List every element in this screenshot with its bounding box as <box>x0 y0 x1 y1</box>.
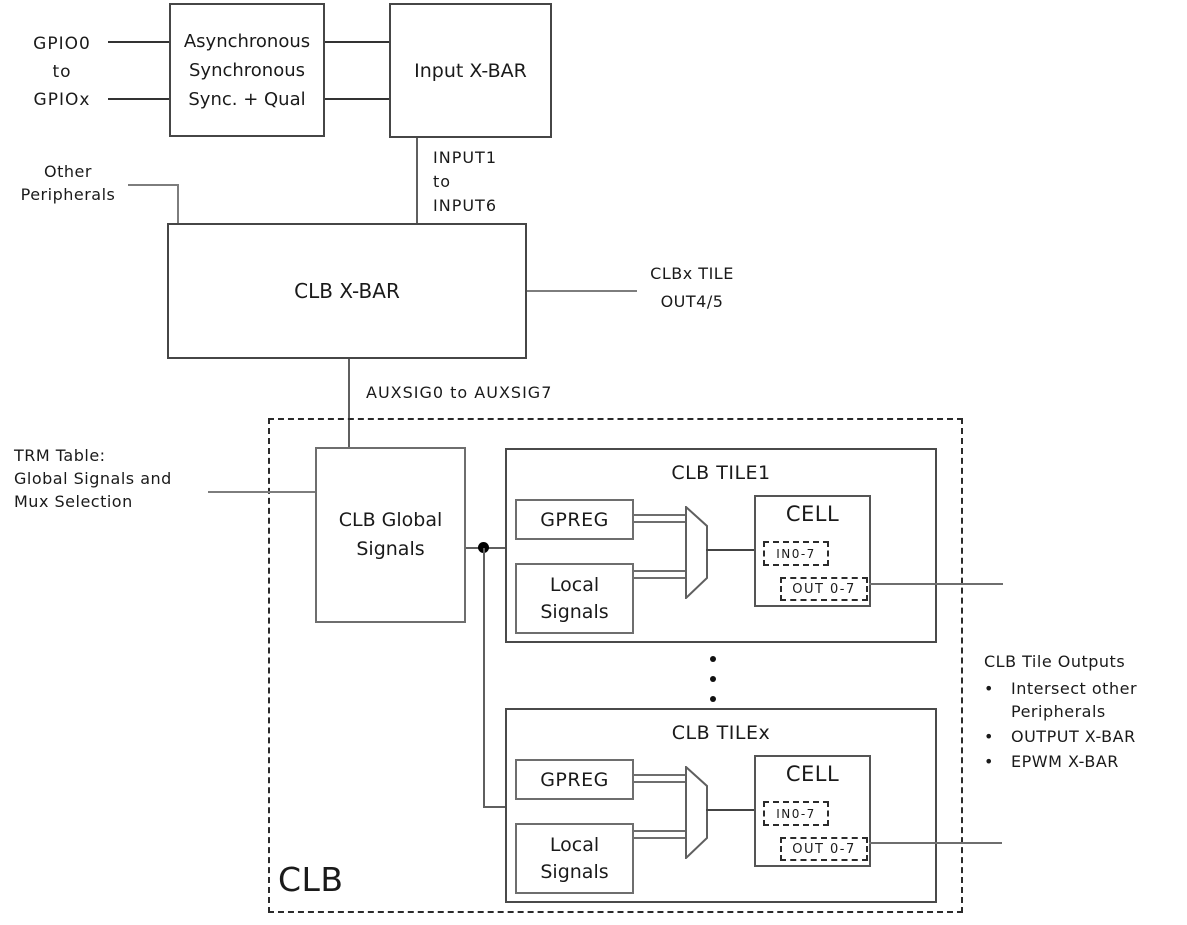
ellipsis-dot <box>710 676 716 682</box>
tilex-gpreg-label: GPREG <box>540 768 609 791</box>
tilex-local-line2: Signals <box>540 860 609 883</box>
tilex-local-bus <box>634 830 686 839</box>
clb-global-signals-box: CLB Global Signals <box>315 447 466 623</box>
other-peripherals-line2: Peripherals <box>20 185 116 204</box>
tilex-mux-shape <box>685 766 708 859</box>
ellipsis-dot <box>710 656 716 662</box>
gpio-range-line1: GPIO0 <box>33 34 91 54</box>
inputxbar-to-clbxbar-line <box>416 138 418 223</box>
tile1-cell-out-box: OUT 0-7 <box>780 577 868 601</box>
other-peripherals-connector-v <box>177 184 179 223</box>
tile1-local-line1: Local <box>549 573 600 596</box>
tile-outputs-item-text: EPWM X-BAR <box>1011 752 1119 771</box>
tile-outputs-item: • Intersect other Peripherals <box>984 677 1184 723</box>
tile1-cell-in-box: IN0-7 <box>763 541 829 566</box>
trm-table-line1: TRM Table: <box>14 446 106 465</box>
tilex-gpreg-bus <box>634 774 686 783</box>
clb-dashed-container <box>268 418 963 913</box>
tile-outputs-item-text: Intersect other Peripherals <box>1011 679 1138 721</box>
input-xbar-label: Input X-BAR <box>414 59 527 82</box>
input-range-line2: to <box>433 172 452 191</box>
clb-tile1-title: CLB TILE1 <box>671 462 771 484</box>
tile1-mux-shape <box>685 506 708 599</box>
tile1-gpreg-bus <box>634 514 686 523</box>
trm-table-label: TRM Table: Global Signals and Mux Select… <box>14 444 172 513</box>
gpio-range-label: GPIO0 to GPIOx <box>16 30 108 114</box>
clbx-tile-out-line2: OUT4/5 <box>660 292 724 311</box>
tile-outputs-item: • EPWM X-BAR <box>984 750 1184 773</box>
tile-outputs-title: CLB Tile Outputs <box>984 652 1126 671</box>
input-range-label: INPUT1 to INPUT6 <box>433 146 497 218</box>
async-sync-qual-box: Asynchronous Synchronous Sync. + Qual <box>169 3 325 137</box>
tile1-local-bus <box>634 570 686 579</box>
trm-table-line3: Mux Selection <box>14 492 133 511</box>
bullet-icon: • <box>984 679 994 698</box>
tilex-local-signals-box: Local Signals <box>515 823 634 894</box>
gpio0-connector-line <box>108 41 169 43</box>
async-box-line2: Synchronous <box>188 59 305 81</box>
ellipsis-dot <box>710 696 716 702</box>
tilex-cell-box: CELL IN0-7 OUT 0-7 <box>754 755 871 867</box>
clb-tile1-box: CLB TILE1 GPREG Local Signals CELL IN0-7… <box>505 448 937 643</box>
tilex-output-line <box>869 842 1002 844</box>
auxsig-connector-line <box>348 359 350 448</box>
tile1-cell-label: CELL <box>785 502 840 526</box>
gpiox-connector-line <box>108 98 169 100</box>
auxsig-range-label: AUXSIG0 to AUXSIG7 <box>366 383 553 402</box>
tile1-cell-out-label: OUT 0-7 <box>792 581 856 597</box>
other-peripherals-connector-h <box>128 184 179 186</box>
gpio-range-line3: GPIOx <box>33 90 91 110</box>
tile1-local-signals-box: Local Signals <box>515 563 634 634</box>
tile1-mux-to-cell-line <box>706 549 754 551</box>
async-box-line1: Asynchronous <box>183 30 311 52</box>
signal-junction-dot <box>478 542 489 553</box>
tile1-gpreg-box: GPREG <box>515 499 634 540</box>
trm-table-line2: Global Signals and <box>14 469 172 488</box>
global-down-line <box>483 548 485 806</box>
trm-connector-line <box>208 491 315 493</box>
clb-global-line1: CLB Global <box>338 509 443 531</box>
clbxbar-tile-out-line <box>527 290 637 292</box>
input-range-line3: INPUT6 <box>433 196 497 215</box>
clb-tilex-box: CLB TILEx GPREG Local Signals CELL IN0-7… <box>505 708 937 903</box>
other-peripherals-label: Other Peripherals <box>8 160 128 206</box>
gpio-range-line2: to <box>52 62 72 82</box>
tile1-cell-box: CELL IN0-7 OUT 0-7 <box>754 495 871 607</box>
clbx-tile-out-label: CLBx TILE OUT4/5 <box>642 260 742 316</box>
clb-global-line2: Signals <box>356 538 425 560</box>
tilex-cell-in-box: IN0-7 <box>763 801 829 826</box>
tilex-mux-to-cell-line <box>706 809 754 811</box>
tile1-cell-in-label: IN0-7 <box>776 546 816 561</box>
bullet-icon: • <box>984 727 994 746</box>
input-xbar-box: Input X-BAR <box>389 3 552 138</box>
tile1-local-line2: Signals <box>540 600 609 623</box>
async-to-inputxbar-line1 <box>325 41 389 43</box>
tilex-cell-in-label: IN0-7 <box>776 806 816 821</box>
tile1-output-line <box>869 583 1003 585</box>
tilex-cell-label: CELL <box>785 762 840 786</box>
tile1-gpreg-label: GPREG <box>540 508 609 531</box>
tile-outputs-item-text: OUTPUT X-BAR <box>1011 727 1136 746</box>
tile-outputs-item: • OUTPUT X-BAR <box>984 725 1184 748</box>
clb-xbar-box: CLB X-BAR <box>167 223 527 359</box>
tilex-cell-out-label: OUT 0-7 <box>792 841 856 857</box>
input-range-line1: INPUT1 <box>433 148 497 167</box>
bullet-icon: • <box>984 752 994 771</box>
clbx-tile-out-line1: CLBx TILE <box>650 264 734 283</box>
clb-xbar-label: CLB X-BAR <box>294 279 400 303</box>
tilex-cell-out-box: OUT 0-7 <box>780 837 868 861</box>
tilex-gpreg-box: GPREG <box>515 759 634 800</box>
clb-tilex-title: CLB TILEx <box>671 722 771 744</box>
async-box-line3: Sync. + Qual <box>188 88 306 110</box>
clb-container-label: CLB <box>278 860 344 899</box>
tilex-local-line1: Local <box>549 833 600 856</box>
async-to-inputxbar-line2 <box>325 98 389 100</box>
other-peripherals-line1: Other <box>44 162 92 181</box>
clb-tile-outputs-note: CLB Tile Outputs • Intersect other Perip… <box>984 652 1184 775</box>
